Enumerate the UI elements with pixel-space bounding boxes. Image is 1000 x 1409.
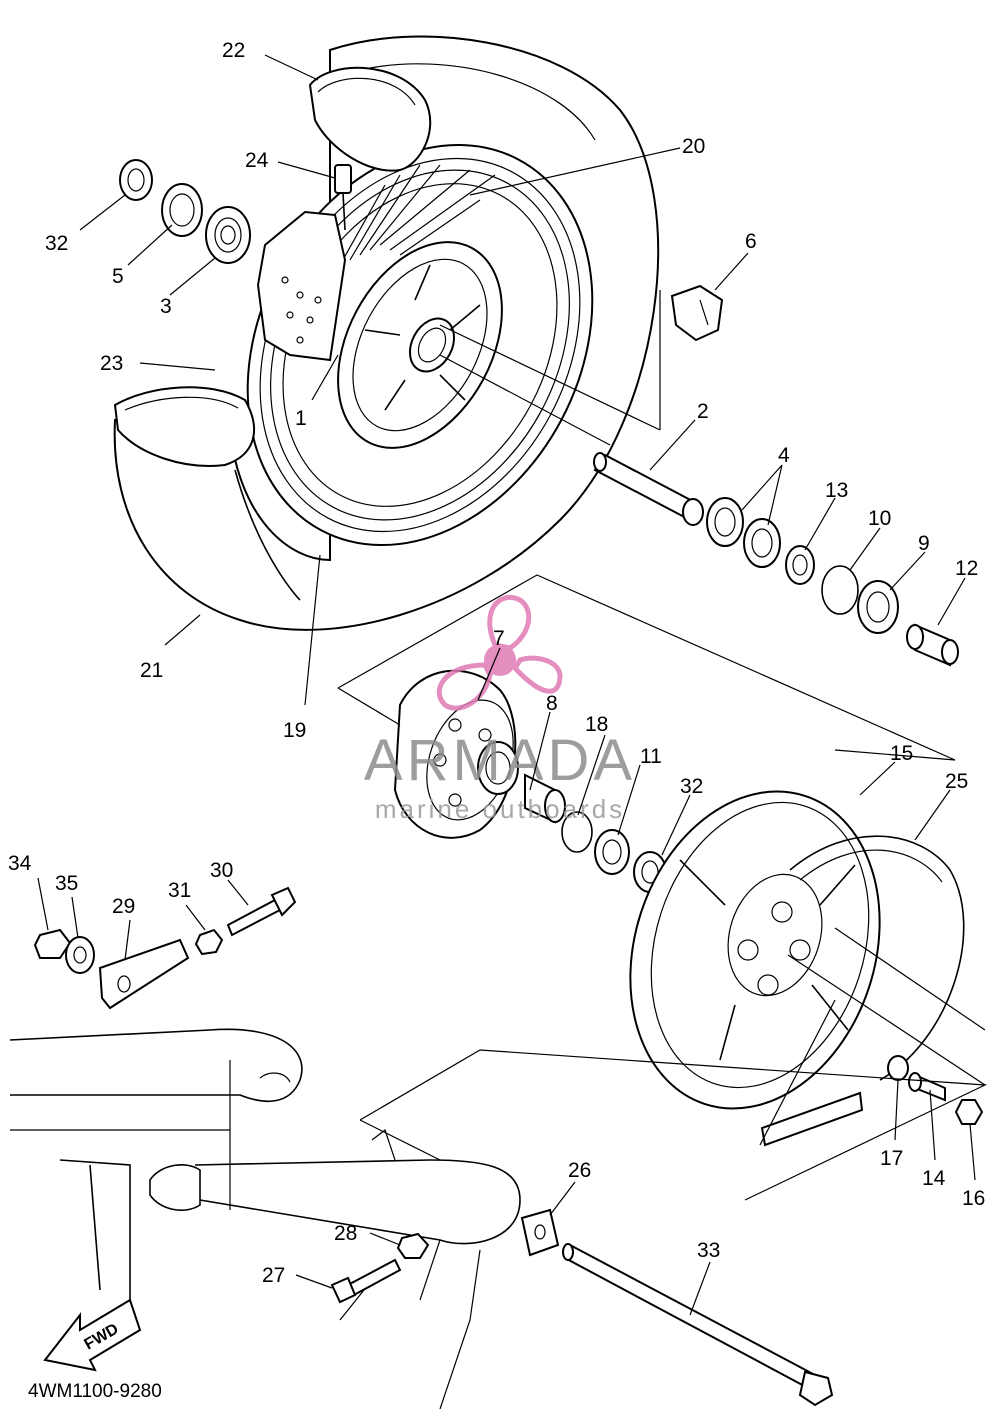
callout-10: 10 xyxy=(868,507,891,530)
bolt-27 xyxy=(330,1258,402,1304)
callout-27: 27 xyxy=(262,1264,285,1287)
callout-33: 33 xyxy=(697,1239,720,1262)
callout-29: 29 xyxy=(112,895,135,918)
bearings-4 xyxy=(706,497,781,568)
callout-5: 5 xyxy=(112,265,124,288)
circlip-10 xyxy=(821,565,859,615)
callout-15: 15 xyxy=(890,742,913,765)
callout-28: 28 xyxy=(334,1222,357,1245)
collar-13 xyxy=(785,545,815,585)
callout-22: 22 xyxy=(222,39,245,62)
callout-6: 6 xyxy=(745,230,757,253)
callout-32-lower: 32 xyxy=(680,775,703,798)
collar-12 xyxy=(906,623,959,667)
collar-32-upper xyxy=(119,159,153,201)
callout-24: 24 xyxy=(245,149,269,172)
callout-31: 31 xyxy=(168,879,191,902)
callout-13: 13 xyxy=(825,479,848,502)
callout-30: 30 xyxy=(210,859,233,882)
diagram-code: 4WM1100-9280 xyxy=(28,1381,162,1402)
hub-plate xyxy=(256,210,347,362)
callout-25: 25 xyxy=(945,770,968,793)
callout-21: 21 xyxy=(140,659,163,682)
callout-34: 34 xyxy=(8,852,32,875)
fwd-arrow: FWD xyxy=(43,1298,142,1372)
callout-14: 14 xyxy=(922,1167,946,1190)
watermark-tagline: marine outboards xyxy=(375,794,625,824)
callout-19: 19 xyxy=(283,719,306,742)
washer-35 xyxy=(65,936,95,974)
oil-seal-5 xyxy=(161,183,203,237)
callout-26: 26 xyxy=(568,1159,591,1182)
tube-22 xyxy=(308,66,432,172)
nut-16 xyxy=(954,1099,984,1125)
nut-31 xyxy=(194,928,224,956)
callout-8: 8 xyxy=(546,692,558,715)
valve-24 xyxy=(334,164,352,231)
bearing-3 xyxy=(205,206,251,264)
circlip-18 xyxy=(561,811,593,853)
callout-3: 3 xyxy=(160,295,172,318)
callout-1: 1 xyxy=(295,407,307,430)
callout-4: 4 xyxy=(778,444,790,467)
bolt-14 xyxy=(908,1072,946,1102)
brake-disc-1 xyxy=(337,241,503,449)
callout-18: 18 xyxy=(585,713,608,736)
callout-23: 23 xyxy=(100,352,123,375)
callout-2: 2 xyxy=(697,400,709,423)
pulley-15 xyxy=(629,790,881,1110)
oil-seal-9 xyxy=(857,580,899,634)
rim-band-23 xyxy=(113,386,255,467)
callout-20: 20 xyxy=(682,135,705,158)
callout-16: 16 xyxy=(962,1187,985,1210)
spokes-20 xyxy=(339,164,496,266)
washer-17 xyxy=(887,1055,909,1081)
callout-35: 35 xyxy=(55,872,78,895)
callout-9: 9 xyxy=(918,532,930,555)
axle-33 xyxy=(562,1243,834,1407)
drive-belt-25 xyxy=(760,835,965,1147)
callout-32-upper: 32 xyxy=(45,232,68,255)
leader-lines xyxy=(37,54,976,1316)
washer-26 xyxy=(520,1208,560,1257)
callout-7: 7 xyxy=(493,627,505,650)
callout-12: 12 xyxy=(955,557,978,580)
oil-seal-11 xyxy=(594,829,630,875)
adjuster-29 xyxy=(98,938,190,1010)
callout-17: 17 xyxy=(880,1147,903,1170)
callouts: 1 2 3 4 5 6 7 8 9 10 11 12 13 14 15 16 1… xyxy=(8,39,985,1287)
clip-6 xyxy=(670,284,724,342)
clutch-hub-7 xyxy=(393,669,519,839)
nut-34 xyxy=(33,928,72,959)
nut-28 xyxy=(396,1232,430,1259)
swingarm xyxy=(9,1028,521,1409)
spacer-2 xyxy=(593,452,704,526)
watermark-brand: ARMADA xyxy=(364,728,636,793)
bearing-8 xyxy=(524,773,566,824)
bolt-30 xyxy=(226,886,297,937)
callout-11: 11 xyxy=(640,745,662,768)
